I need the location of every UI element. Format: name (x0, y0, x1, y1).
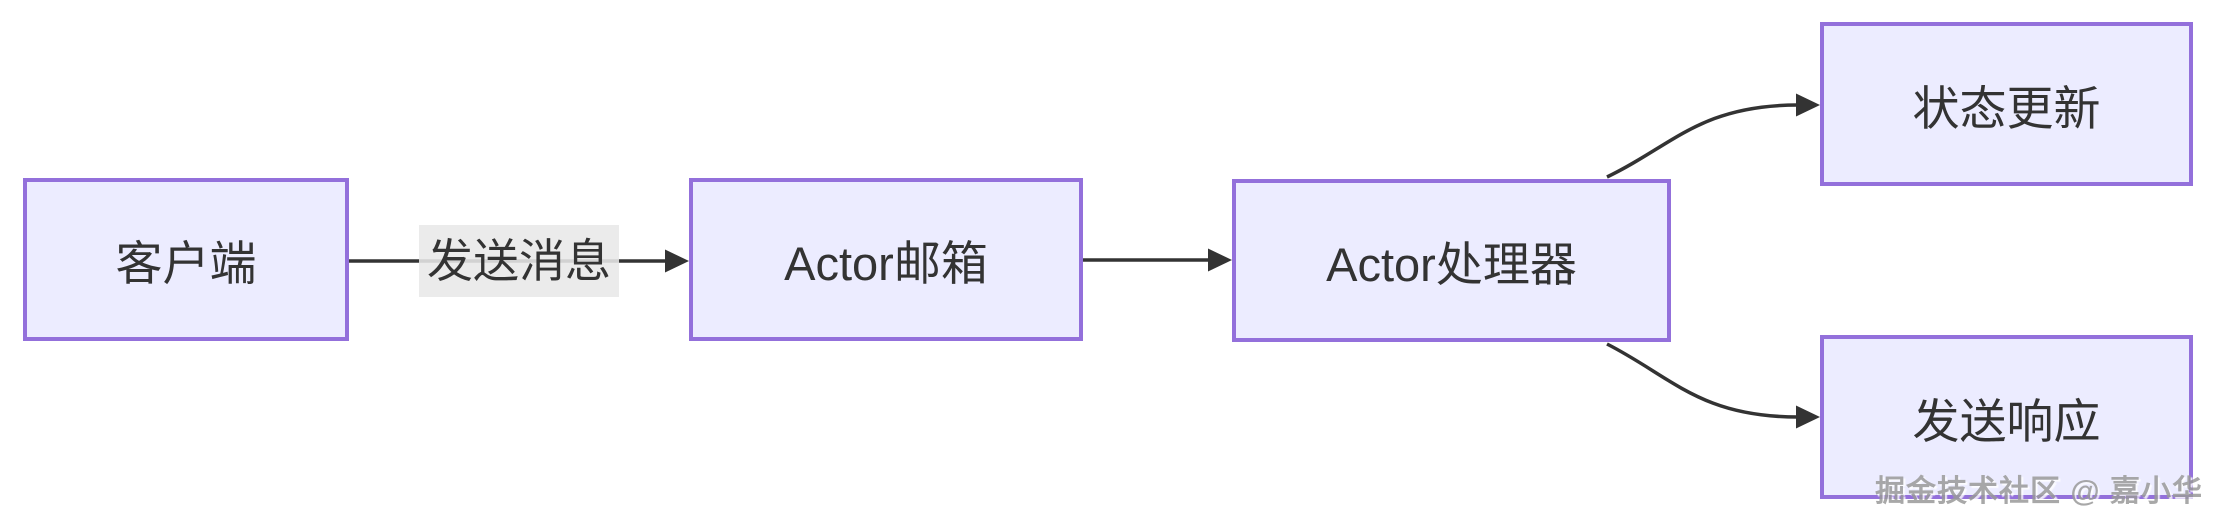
node-send-response: 发送响应 (1820, 335, 2193, 499)
arrowhead-into-send-response (1796, 405, 1820, 429)
edge-processor-state-update (1606, 103, 1799, 179)
node-client: 客户端 (23, 178, 349, 341)
node-send-response-label: 发送响应 (1912, 394, 2101, 448)
node-client-label: 客户端 (115, 237, 257, 290)
node-actor-mailbox-label: Actor邮箱 (784, 237, 988, 290)
node-actor-processor-label: Actor处理器 (1326, 238, 1577, 291)
edge-label-send-message: 发送消息 (419, 225, 619, 297)
edge-processor-send-response (1606, 342, 1799, 419)
node-actor-mailbox: Actor邮箱 (689, 178, 1083, 341)
node-state-update-label: 状态更新 (1912, 81, 2101, 135)
node-actor-processor: Actor处理器 (1232, 179, 1671, 342)
arrowhead-into-state-update (1796, 93, 1820, 117)
watermark: 掘金技术社区 @ 嘉小华 (1875, 475, 2203, 508)
arrowhead-into-processor (1208, 248, 1232, 272)
arrowhead-into-mailbox (665, 249, 689, 273)
edge-label-text: 发送消息 (427, 235, 611, 287)
node-state-update: 状态更新 (1820, 22, 2193, 186)
